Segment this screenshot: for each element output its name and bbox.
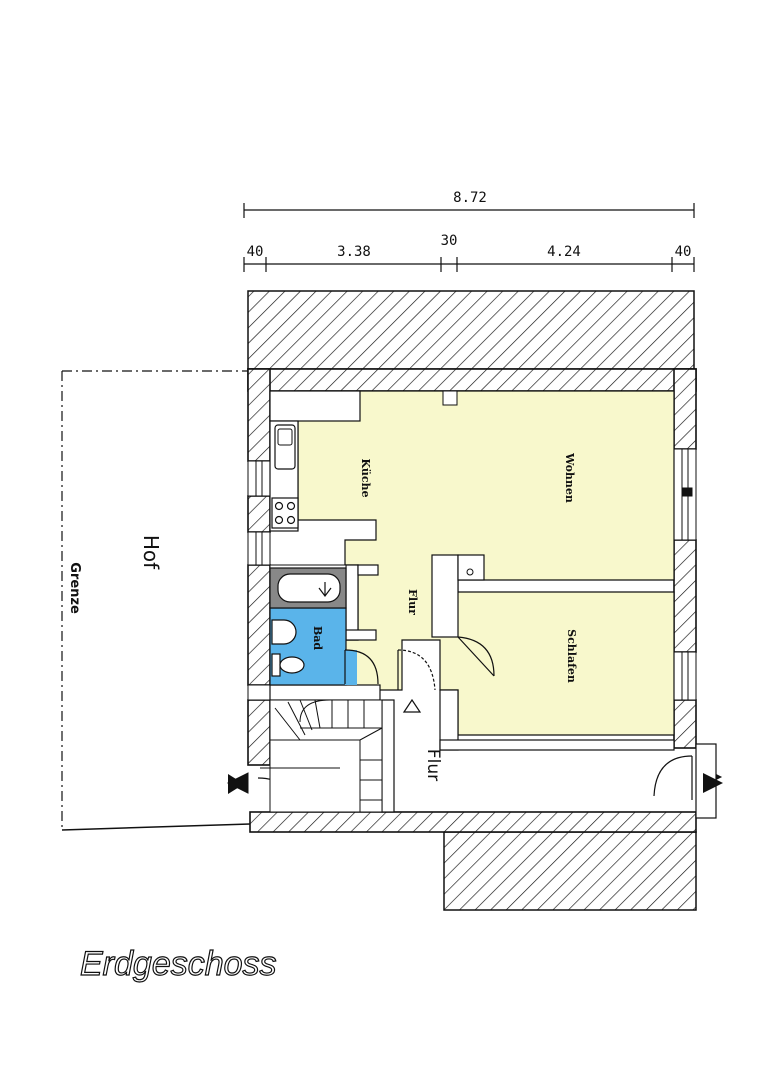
staircase — [260, 699, 383, 813]
dim-segment-5: 40 — [675, 244, 692, 260]
dim-segment-4: 4.24 — [547, 244, 581, 260]
room-label-wohnen: Wohnen — [563, 452, 576, 503]
room-label-schlafen: Schlafen — [565, 629, 578, 683]
boundary-line-bottom — [61, 823, 251, 831]
entrance-arrow-icon — [402, 698, 422, 713]
outside-label-hof: Hof — [139, 535, 163, 570]
doors — [257, 636, 693, 813]
neighbor-building-top — [247, 290, 695, 370]
outside-label-grenze: Grenze — [67, 562, 82, 614]
fixture-icon — [466, 568, 474, 576]
property-boundary — [61, 370, 248, 830]
stove-icon — [271, 497, 299, 529]
dim-segment-2: 3.38 — [337, 244, 371, 260]
room-label-bad: Bad — [311, 626, 324, 650]
washbasin-icon — [271, 619, 297, 645]
entrance-arrow-right-icon — [703, 773, 723, 793]
floor-title: Erdgeschoss — [79, 944, 277, 983]
dim-total: 8.72 — [453, 190, 487, 206]
room-label-flur-lower: Flur — [423, 749, 443, 781]
interior-walls — [269, 554, 675, 813]
toilet-icon — [271, 653, 305, 677]
dimension-lines — [243, 203, 695, 272]
room-label-flur: Flur — [406, 589, 419, 615]
room-label-kueche: Küche — [359, 458, 372, 497]
dim-segment-3: 30 — [441, 233, 458, 249]
bathtub-icon — [269, 567, 347, 609]
dim-segment-1: 40 — [247, 244, 264, 260]
kitchen-counter — [269, 390, 361, 422]
windows — [247, 448, 697, 701]
entrance-arrow-left-icon — [228, 774, 244, 794]
neighbor-building-bottom — [443, 831, 697, 911]
chimney-column — [442, 390, 458, 406]
sink-icon — [274, 424, 296, 470]
